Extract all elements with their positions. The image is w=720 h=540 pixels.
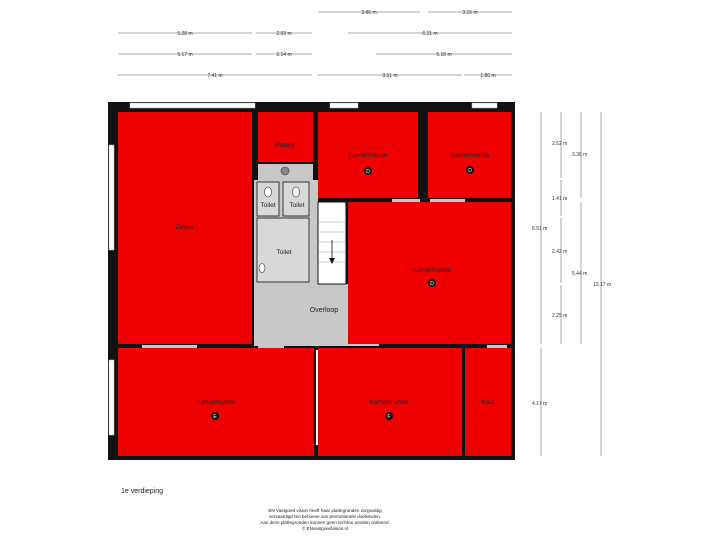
dim-3-15: 3.15 m xyxy=(462,10,477,16)
dim-2-25: 2.25 m xyxy=(552,313,567,319)
dim-2-42: 2.42 m xyxy=(552,249,567,255)
marker-e: E xyxy=(213,414,217,420)
room-kamer-2 xyxy=(428,112,511,198)
staircase xyxy=(317,201,347,285)
dim-1-80: 1.80 m xyxy=(480,73,495,79)
marker-d-3: D xyxy=(430,281,434,287)
room-kamer-3 xyxy=(348,202,511,344)
door-openings xyxy=(142,199,507,445)
dim-2-14: 2.14 m xyxy=(276,52,291,58)
label-kamer-2: Kamer/ruimte xyxy=(450,152,489,159)
dim-5-28: 5.28 m xyxy=(177,31,192,37)
disclaimer: EN Vastgoed vision heeft haar plattegron… xyxy=(220,508,430,532)
dim-8-91: 8.91 m xyxy=(532,226,547,232)
dim-1-41: 1.41 m xyxy=(552,196,567,202)
top-dimension-labels: 3.86 m 3.15 m 5.28 m 2.03 m 6.21 m 5.17 … xyxy=(177,10,495,79)
rooms xyxy=(118,112,511,456)
room-kamer-5 xyxy=(318,348,462,456)
room-kamer-1 xyxy=(318,112,418,198)
room-markers: D D D E F xyxy=(211,166,474,420)
top-dimensions xyxy=(118,11,512,76)
marker-f: F xyxy=(387,414,390,420)
sink-icon xyxy=(280,166,290,176)
label-pantry: Pantry xyxy=(276,142,296,149)
room-pantry xyxy=(258,112,313,162)
dim-2-03: 2.03 m xyxy=(276,31,291,37)
floor-label: 1e verdieping xyxy=(121,488,164,495)
label-zolder: Zolder xyxy=(176,224,195,231)
toilet-bowl-icon xyxy=(292,186,300,198)
label-overloop: Overloop xyxy=(310,307,339,314)
disclaimer-line-1: EN Vastgoed vision heeft haar plattegron… xyxy=(268,508,382,513)
dim-3-51: 3.51 m xyxy=(382,73,397,79)
dim-13-17: 13.17 m xyxy=(593,282,611,288)
dim-3-86: 3.86 m xyxy=(361,10,376,16)
dim-7-41: 7.41 m xyxy=(207,73,222,79)
label-toilet-3: Toilet xyxy=(276,249,291,256)
dim-5-44: 5.44 m xyxy=(572,271,587,277)
dim-6-21: 6.21 m xyxy=(422,31,437,37)
disclaimer-line-4: © ENvastgoedvision.nl xyxy=(301,526,349,531)
label-toilet-1: Toilet xyxy=(260,202,275,209)
dim-3-36: 3.36 m xyxy=(572,152,587,158)
dim-2-52: 2.52 m xyxy=(552,141,567,147)
disclaimer-line-3: Aan deze plattegronden kunnen geen recht… xyxy=(260,520,390,525)
dim-5-18: 5.18 m xyxy=(436,52,451,58)
label-kamer-3: Kamer/ruimte xyxy=(412,267,451,274)
room-labels: Zolder Pantry Toilet Toilet Toilet Overl… xyxy=(176,142,495,406)
dim-4-17: 4.17 m xyxy=(532,401,547,407)
windows xyxy=(108,102,498,436)
right-dimensions xyxy=(540,112,602,456)
label-kast: Kast xyxy=(481,399,494,406)
toilet-bowl-icon xyxy=(264,186,272,198)
room-kamer-4 xyxy=(118,348,314,456)
dim-5-17: 5.17 m xyxy=(177,52,192,58)
label-kamer-5: Kamer/ruimte xyxy=(369,399,408,406)
room-kast xyxy=(465,348,511,456)
disclaimer-line-2: vervaardigd ten behoeve van promotionele… xyxy=(268,514,382,519)
right-dimension-labels: 8.91 m 4.17 m 2.52 m 1.41 m 2.42 m 2.25 … xyxy=(532,141,611,407)
marker-d-1: D xyxy=(366,169,370,175)
fixtures xyxy=(256,166,310,283)
toilet-bowl-icon xyxy=(258,263,266,273)
room-zolder xyxy=(118,112,252,344)
marker-d-2: D xyxy=(468,168,472,174)
label-toilet-2: Toilet xyxy=(289,202,304,209)
label-kamer-4: Kamer/ruimte xyxy=(196,399,235,406)
label-kamer-1: Kamer/ruimte xyxy=(348,152,387,159)
